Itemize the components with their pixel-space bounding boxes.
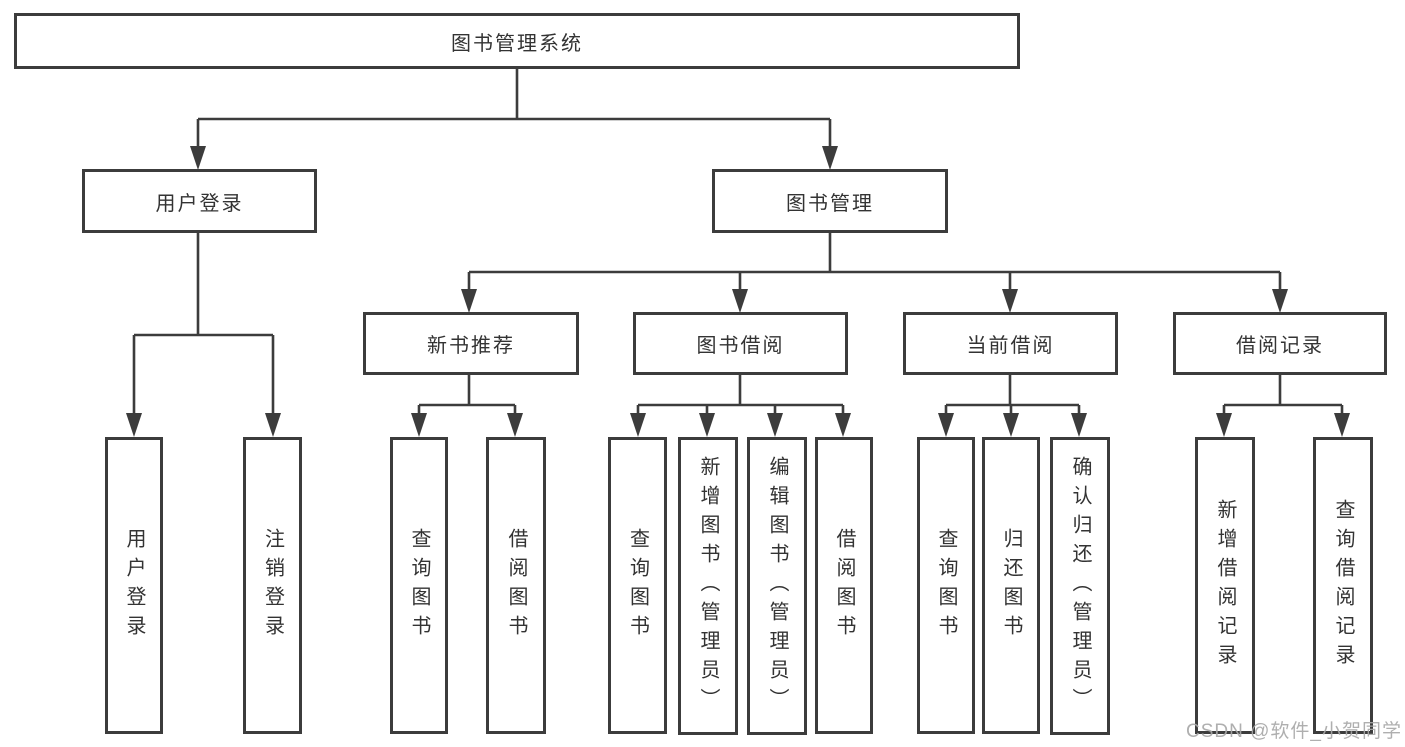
leaf-user-login-label: 用户登录 <box>123 527 145 644</box>
leaf-rec-borrow-book-label: 借阅图书 <box>505 527 527 644</box>
leaf-cb-return-book: 归还图书 <box>982 437 1040 734</box>
leaf-bb-add-book-admin: 新增图书（管理员） <box>678 437 738 735</box>
node-root: 图书管理系统 <box>14 13 1020 69</box>
arrowhead <box>1002 289 1018 313</box>
leaf-rec-query-book-label: 查询图书 <box>408 527 430 644</box>
arrowhead <box>938 413 954 437</box>
leaf-user-login: 用户登录 <box>105 437 163 734</box>
leaf-br-query-record: 查询借阅记录 <box>1313 437 1373 734</box>
leaf-cb-confirm-return-admin: 确认归还（管理员） <box>1050 437 1110 735</box>
leaf-bb-add-book-admin-label: 新增图书（管理员） <box>697 455 719 717</box>
arrowhead <box>835 413 851 437</box>
leaf-cb-query-book-label: 查询图书 <box>935 527 957 644</box>
arrowhead <box>1216 413 1232 437</box>
node-user-login: 用户登录 <box>82 169 317 233</box>
arrowhead <box>126 413 142 437</box>
arrowhead <box>630 413 646 437</box>
node-book-borrowing: 图书借阅 <box>633 312 848 375</box>
leaf-cb-query-book: 查询图书 <box>917 437 975 734</box>
leaf-rec-borrow-book: 借阅图书 <box>486 437 546 734</box>
leaf-bb-borrow-book: 借阅图书 <box>815 437 873 734</box>
arrowhead <box>461 289 477 313</box>
node-current-borrowing-label: 当前借阅 <box>966 335 1055 357</box>
leaf-cb-return-book-label: 归还图书 <box>1000 527 1022 644</box>
node-book-management-label: 图书管理 <box>786 192 874 215</box>
leaf-bb-query-book-label: 查询图书 <box>626 527 649 644</box>
leaf-br-add-record-label: 新增借阅记录 <box>1214 498 1236 673</box>
node-borrowing-records-label: 借阅记录 <box>1236 335 1324 357</box>
arrowhead <box>1334 413 1350 437</box>
leaf-cb-confirm-return-admin-label: 确认归还（管理员） <box>1069 455 1091 717</box>
arrowhead <box>699 413 715 437</box>
arrowhead <box>190 146 206 170</box>
node-new-book-recommend: 新书推荐 <box>363 312 579 375</box>
node-new-book-recommend-label: 新书推荐 <box>427 335 515 357</box>
node-user-login-label: 用户登录 <box>155 192 244 215</box>
leaf-bb-edit-book-admin: 编辑图书（管理员） <box>747 437 807 735</box>
node-book-management: 图书管理 <box>712 169 948 233</box>
arrowhead <box>411 413 427 437</box>
node-current-borrowing: 当前借阅 <box>903 312 1118 375</box>
arrowhead <box>732 289 748 313</box>
leaf-bb-borrow-book-label: 借阅图书 <box>833 527 855 644</box>
node-book-borrowing-label: 图书借阅 <box>696 335 785 357</box>
arrowhead <box>1003 413 1019 437</box>
arrowhead <box>507 413 523 437</box>
arrowhead <box>1071 413 1087 437</box>
leaf-bb-edit-book-admin-label: 编辑图书（管理员） <box>766 455 788 717</box>
leaf-rec-query-book: 查询图书 <box>390 437 448 734</box>
node-borrowing-records: 借阅记录 <box>1173 312 1387 375</box>
leaf-br-add-record: 新增借阅记录 <box>1195 437 1255 734</box>
leaf-logout-label: 注销登录 <box>261 527 284 644</box>
arrowhead <box>767 413 783 437</box>
leaf-logout: 注销登录 <box>243 437 302 734</box>
leaf-br-query-record-label: 查询借阅记录 <box>1332 498 1354 673</box>
leaf-bb-query-book: 查询图书 <box>608 437 667 734</box>
arrowhead <box>265 413 281 437</box>
arrowhead <box>1272 289 1288 313</box>
arrowhead <box>822 146 838 170</box>
csdn-watermark: CSDN @软件_小贺同学 <box>1186 721 1402 742</box>
node-root-label: 图书管理系统 <box>451 32 583 55</box>
